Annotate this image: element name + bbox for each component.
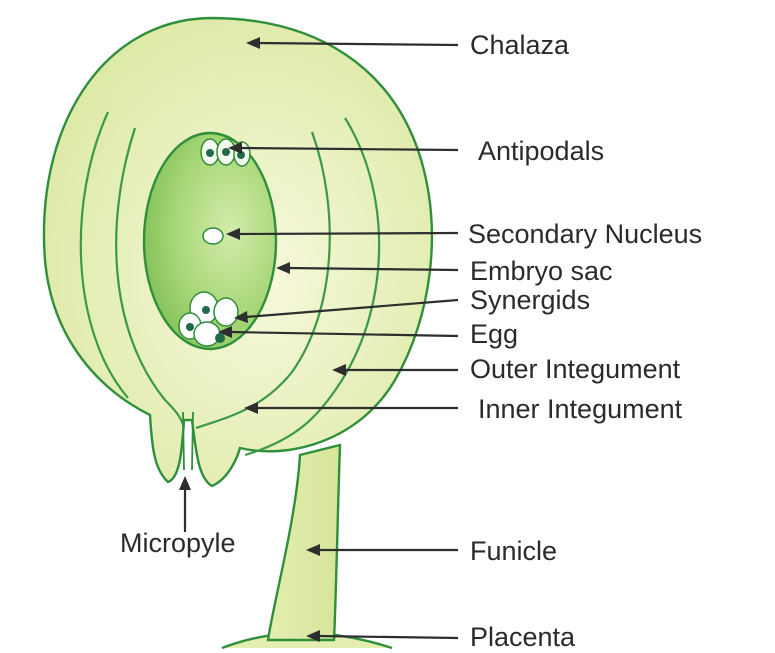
label-placenta: Placenta — [470, 622, 576, 652]
label-antipodals: Antipodals — [478, 136, 604, 166]
micropyle-channel-left — [183, 412, 184, 470]
label-egg: Egg — [470, 319, 518, 349]
label-outer-integument: Outer Integument — [470, 354, 681, 384]
label-micropyle: Micropyle — [120, 528, 236, 558]
label-synergids: Synergids — [470, 285, 590, 315]
label-secondary-nucleus: Secondary Nucleus — [468, 219, 702, 249]
antipodal-cells — [201, 139, 250, 166]
funicle — [268, 445, 340, 640]
micropyle-channel-right — [192, 412, 193, 470]
label-funicle: Funicle — [470, 536, 557, 566]
label-chalaza: Chalaza — [470, 30, 570, 60]
label-inner-integument: Inner Integument — [478, 394, 683, 424]
label-embryo-sac: Embryo sac — [470, 256, 613, 286]
secondary-nucleus — [203, 228, 223, 244]
